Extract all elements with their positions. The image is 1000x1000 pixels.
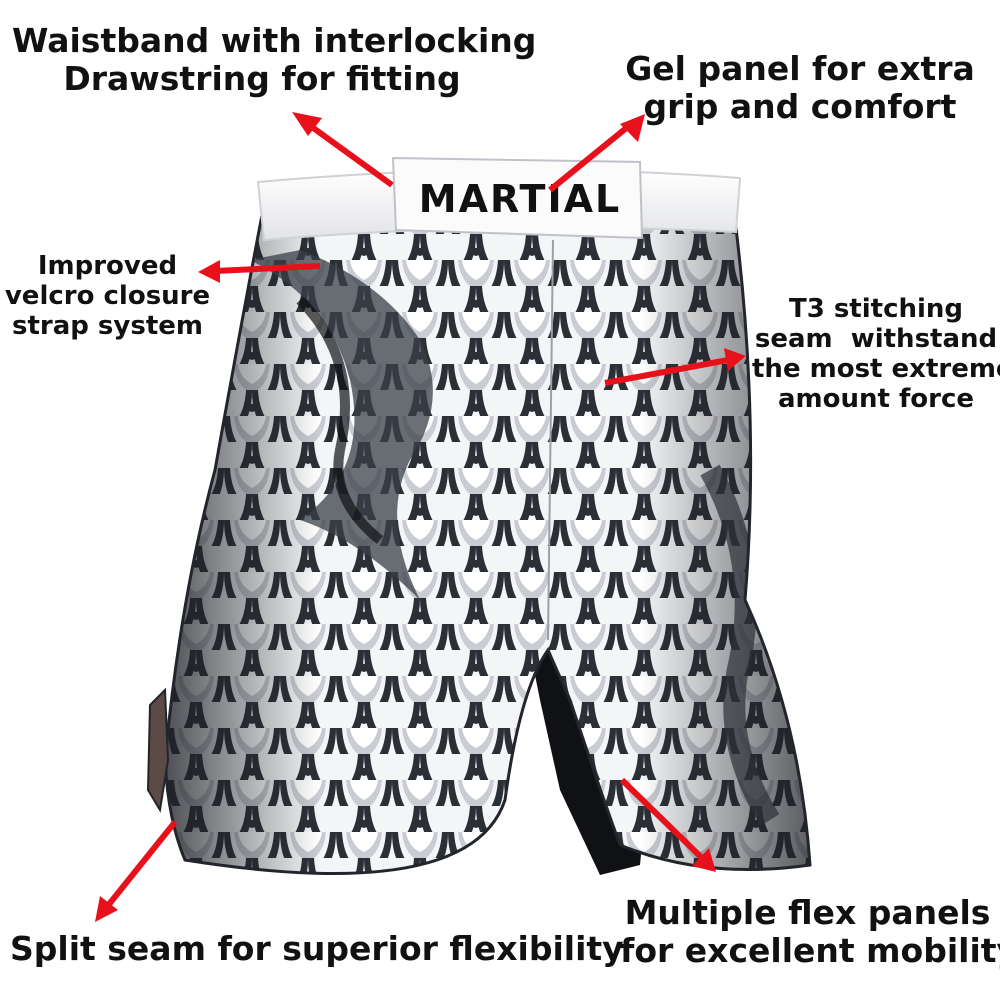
- velcro-flap: [391, 156, 644, 240]
- gel-arrow: [548, 122, 632, 193]
- callout-velcro-line1: Improved: [37, 251, 178, 281]
- callout-stitching-line2: seam withstand: [754, 324, 998, 355]
- split-arrow-head: [95, 896, 118, 922]
- brand-logo: MARTIAL: [419, 177, 621, 221]
- gel-arrow-head: [620, 114, 645, 142]
- stitching-arrow: [604, 357, 729, 386]
- callout-velcro-line2: velcro closure: [4, 281, 211, 312]
- flex-arrow: [619, 777, 705, 861]
- callout-stitching-line4: amount force: [777, 384, 975, 415]
- callout-flex-line1: Multiple flex panels: [624, 893, 991, 932]
- stitching-arrow-head: [724, 348, 746, 371]
- callout-stitching: T3 stitching seam withstand the most ext…: [752, 294, 1000, 415]
- callout-velcro: Improved velcro closure strap system: [0, 251, 215, 341]
- callout-arrows: [95, 112, 746, 922]
- callout-waistband: Waistband with interlocking Drawstring f…: [12, 21, 537, 99]
- callout-waistband-line1: Waistband with interlocking: [12, 21, 537, 60]
- callout-split-seam: Split seam for superior flexibility: [10, 929, 624, 968]
- callout-flex-line2: for excellent mobility: [620, 931, 1000, 971]
- split-arrow: [103, 820, 178, 910]
- split-seam-flap: [146, 687, 170, 813]
- waistband-arrow: [303, 119, 394, 188]
- callout-velcro-line3: strap system: [12, 311, 203, 342]
- callout-gel-line1: Gel panel for extra: [625, 49, 975, 88]
- callout-flex-panels: Multiple flex panels for excellent mobil…: [620, 893, 1000, 971]
- callout-stitching-line3: the most extreme: [752, 354, 1000, 385]
- callout-gel-panel: Gel panel for extra grip and comfort: [600, 49, 1000, 127]
- callout-waistband-line2: Drawstring for fitting: [63, 59, 461, 99]
- callout-split-line1: Split seam for superior flexibility: [10, 929, 624, 968]
- velcro-arrow-head: [198, 260, 220, 283]
- callout-gel-line2: grip and comfort: [643, 87, 957, 127]
- waistband-arrow-head: [292, 112, 322, 136]
- shorts-body: [165, 215, 810, 874]
- callout-stitching-line1: T3 stitching: [788, 294, 964, 324]
- flex-arrow-head: [692, 848, 716, 872]
- velcro-arrow: [214, 263, 321, 274]
